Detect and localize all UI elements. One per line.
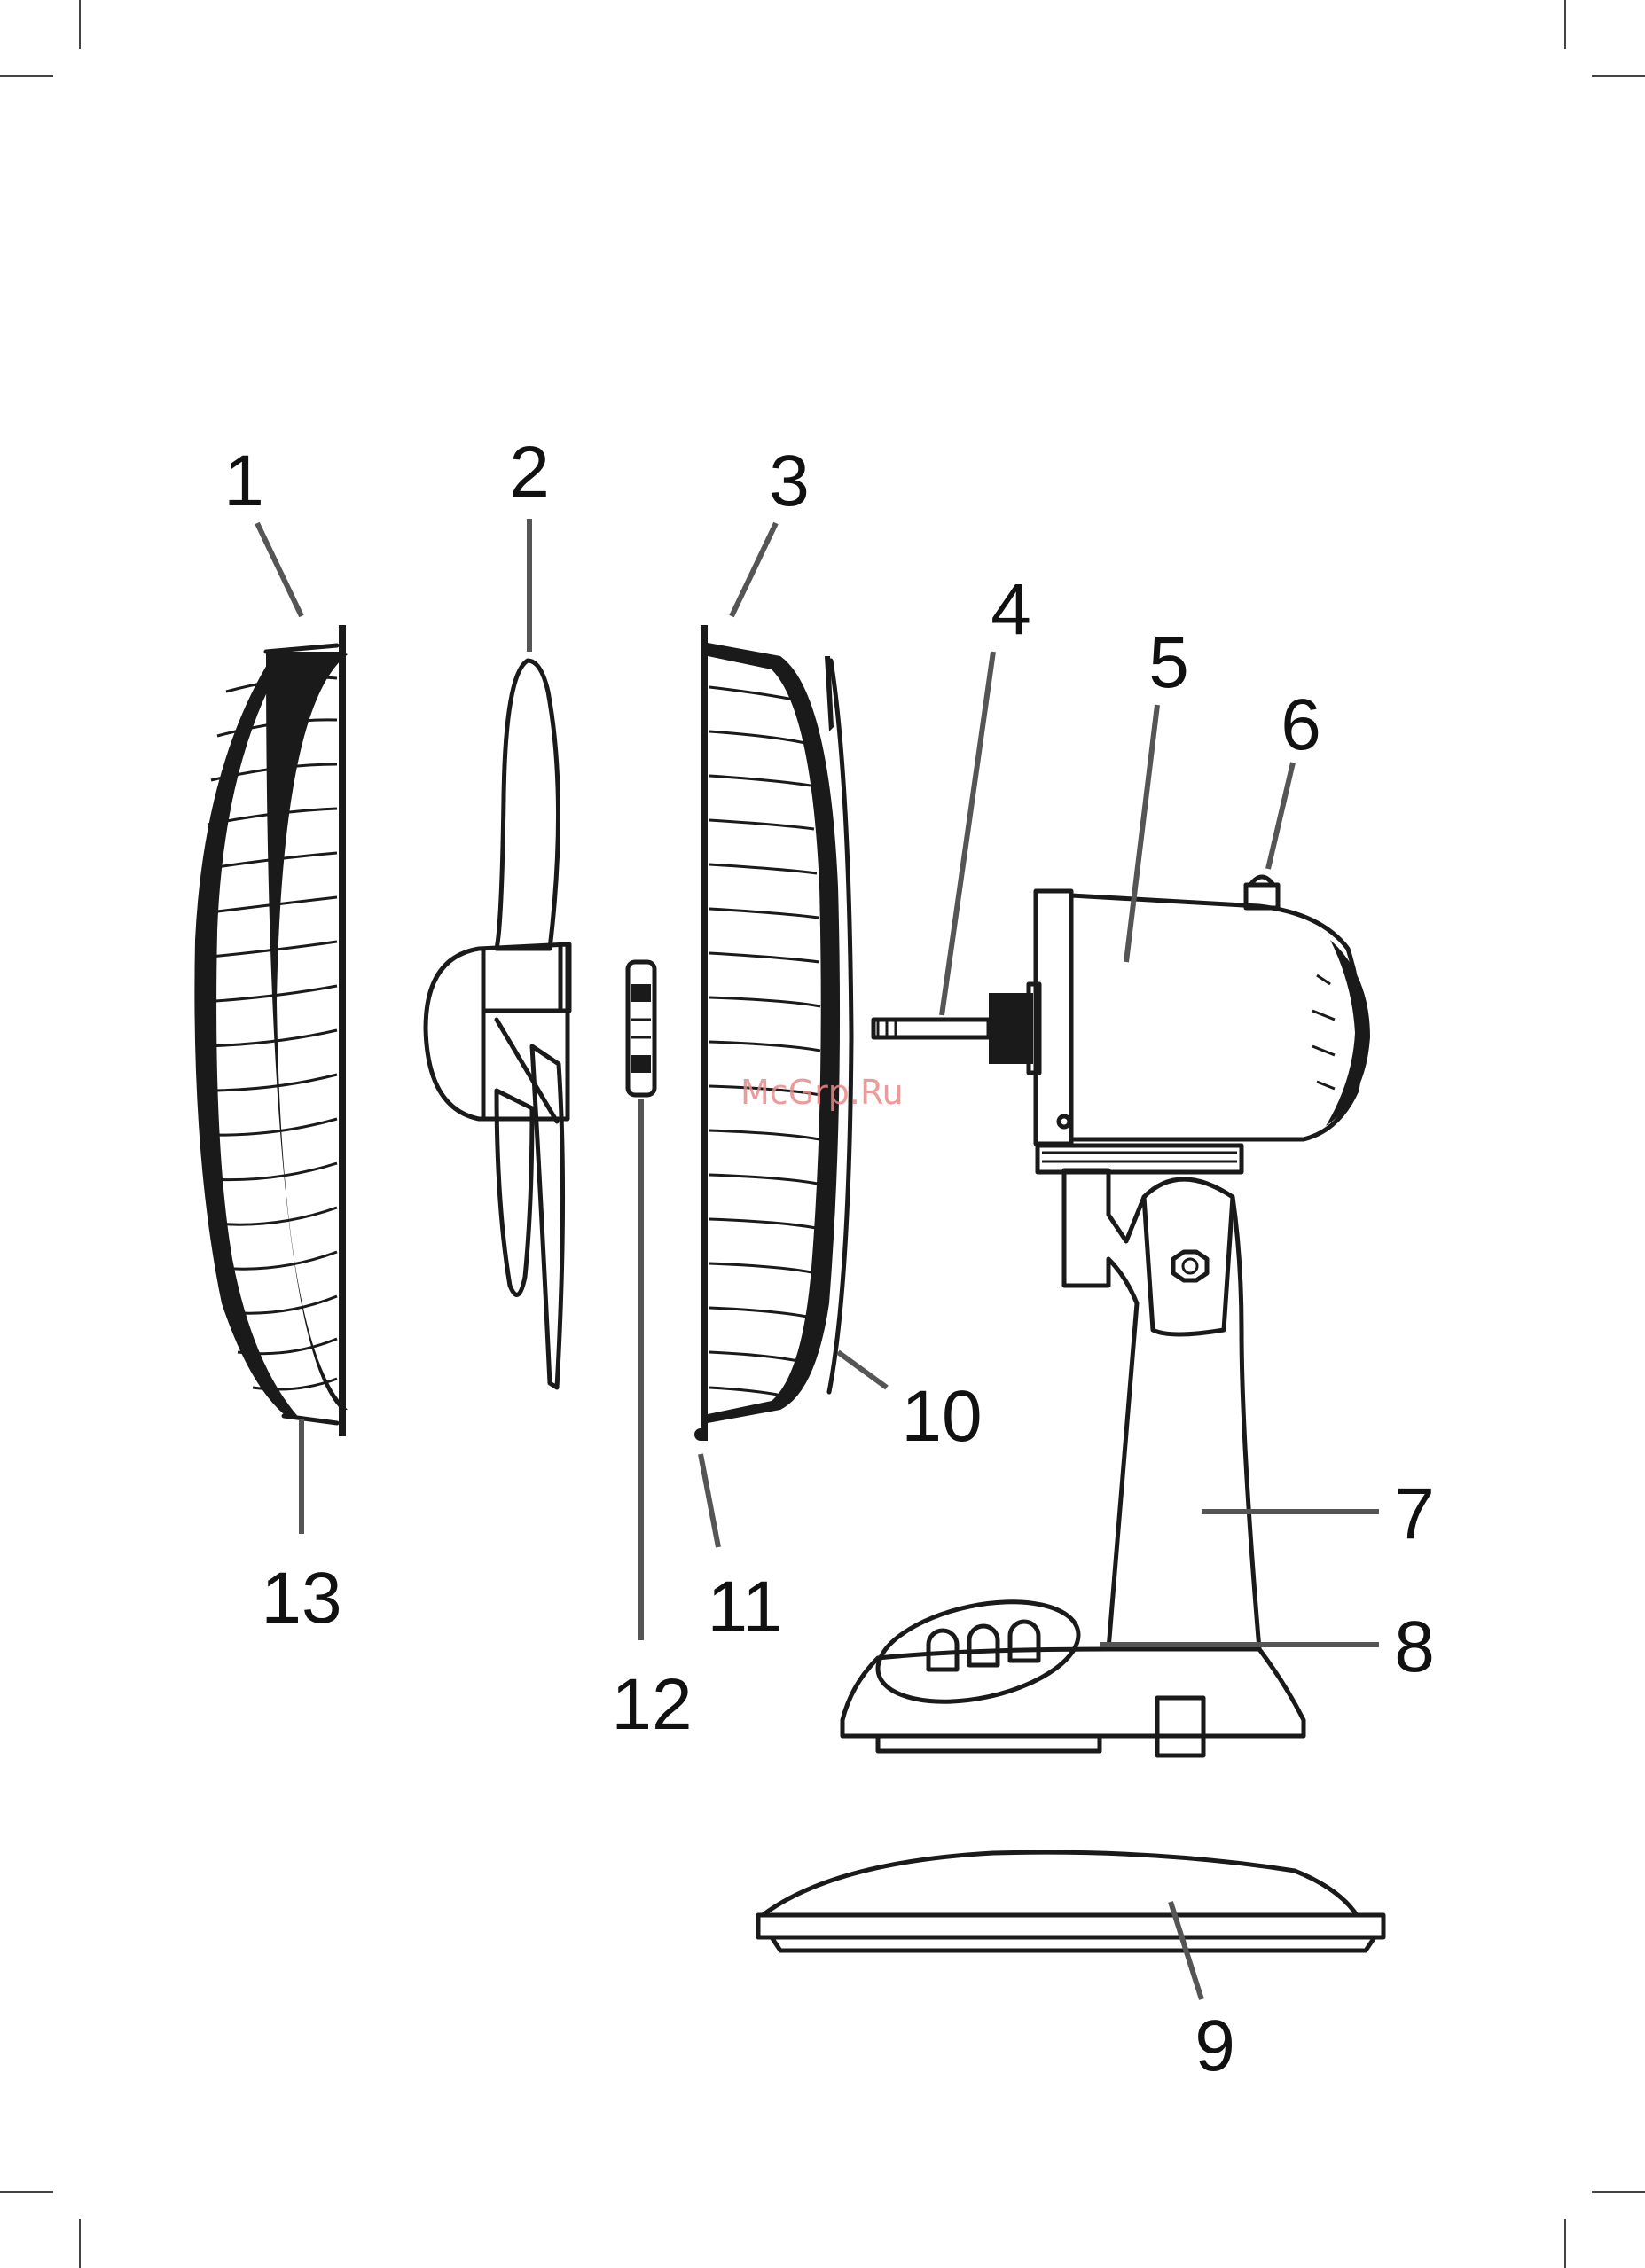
leader-3 xyxy=(732,523,776,616)
callout-4: 4 xyxy=(991,569,1031,650)
motor-shaft-illustration xyxy=(873,984,1039,1073)
callout-1: 1 xyxy=(223,441,264,521)
callout-5: 5 xyxy=(1148,622,1189,703)
callout-7: 7 xyxy=(1394,1474,1435,1554)
callout-10: 10 xyxy=(901,1376,982,1457)
callout-3: 3 xyxy=(769,441,810,521)
motor-housing-illustration xyxy=(1036,877,1370,1172)
leader-10 xyxy=(838,1352,887,1388)
callout-6: 6 xyxy=(1281,684,1321,765)
front-grille-illustration xyxy=(194,625,348,1436)
leader-5 xyxy=(1126,705,1157,962)
callout-9: 9 xyxy=(1195,2006,1235,2086)
callout-11: 11 xyxy=(707,1567,782,1647)
fan-blade-illustration xyxy=(426,661,569,1388)
leader-4 xyxy=(942,652,993,1015)
callout-12: 12 xyxy=(611,1664,692,1745)
base-plate-illustration xyxy=(758,1852,1383,1951)
leader-11 xyxy=(701,1454,718,1547)
spinner-cap-illustration xyxy=(628,962,654,1095)
callout-2: 2 xyxy=(509,432,550,512)
leader-1 xyxy=(257,523,302,616)
rear-grille-ribs xyxy=(709,687,820,1396)
stand-pole-illustration xyxy=(1064,1170,1259,1649)
callout-8: 8 xyxy=(1394,1607,1435,1687)
callout-13: 13 xyxy=(261,1558,341,1638)
control-base-illustration xyxy=(842,1585,1304,1756)
rear-grille-illustration xyxy=(694,625,851,1441)
watermark: McGrp.Ru xyxy=(740,1073,904,1112)
leader-6 xyxy=(1268,763,1293,869)
